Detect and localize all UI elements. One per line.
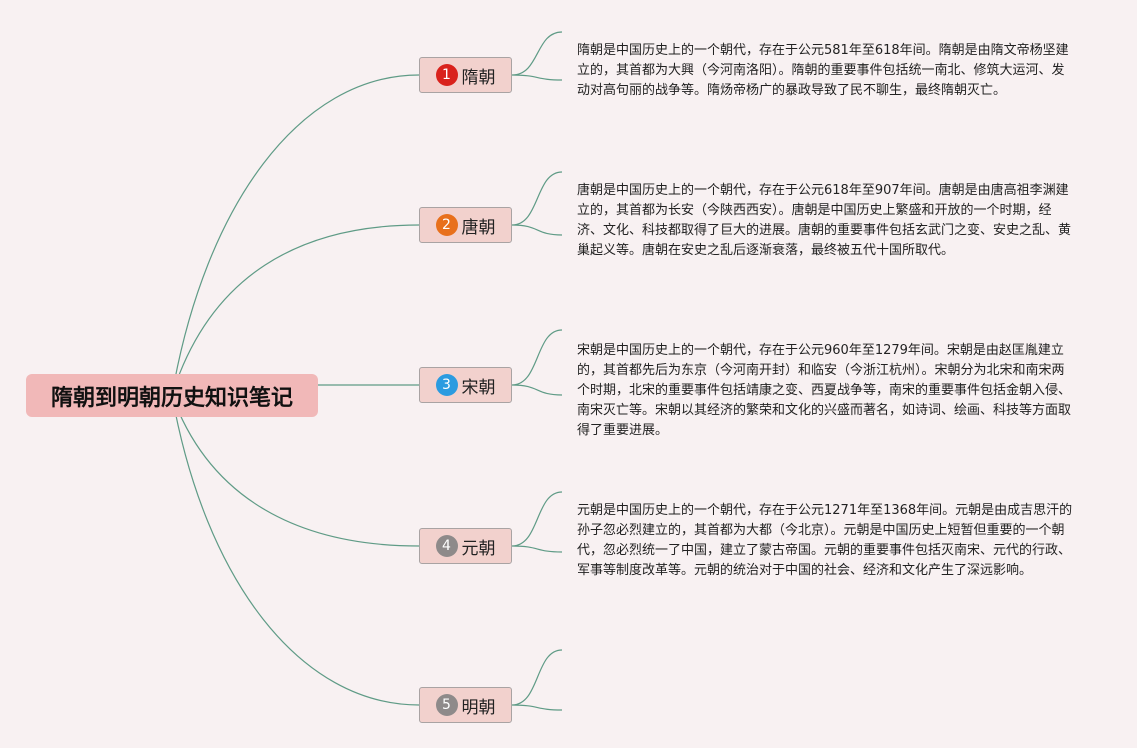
note-suichao: 隋朝是中国历史上的一个朝代，存在于公元581年至618年间。隋朝是由隋文帝杨坚建… xyxy=(577,43,1069,98)
number-1-icon: 1 xyxy=(435,64,458,86)
topic-label: 隋朝 xyxy=(461,67,496,88)
topic-tangchao[interactable]: 2 唐朝 xyxy=(419,207,512,243)
number-3-icon: 3 xyxy=(435,374,458,396)
connector-root-topic-2 xyxy=(171,224,420,396)
root-topic-label: 隋朝到明朝历史知识笔记 xyxy=(50,385,293,411)
topic-songchao[interactable]: 3 宋朝 xyxy=(419,367,512,403)
topic-mingchao[interactable]: 5 明朝 xyxy=(419,687,512,723)
connector-topic-1-note xyxy=(511,31,563,81)
connector-topic-5-note xyxy=(511,649,563,711)
note-tangchao: 唐朝是中国历史上的一个朝代，存在于公元618年至907年间。唐朝是由唐高祖李渊建… xyxy=(577,183,1072,258)
number-4-icon: 4 xyxy=(435,535,458,557)
topic-suichao[interactable]: 1 隋朝 xyxy=(419,57,512,93)
connector-topic-4-note xyxy=(511,491,563,553)
root-topic[interactable]: 隋朝到明朝历史知识笔记 xyxy=(26,374,318,417)
connector-root-topic-4 xyxy=(171,394,420,547)
topic-label: 明朝 xyxy=(461,697,496,718)
topic-label: 元朝 xyxy=(461,538,496,559)
number-2-icon: 2 xyxy=(435,214,458,236)
connector-topic-2-note xyxy=(511,171,563,236)
number-5-icon: 5 xyxy=(435,694,458,716)
connector-root-topic-1 xyxy=(171,74,420,396)
connector-root-topic-5 xyxy=(171,394,420,706)
connector-topic-3-note xyxy=(511,329,563,396)
note-yuanchao: 元朝是中国历史上的一个朝代，存在于公元1271年至1368年间。元朝是由成吉思汗… xyxy=(577,503,1073,578)
topic-label: 唐朝 xyxy=(461,217,496,238)
note-songchao: 宋朝是中国历史上的一个朝代，存在于公元960年至1279年间。宋朝是由赵匡胤建立… xyxy=(577,343,1072,438)
topic-label: 宋朝 xyxy=(461,377,496,398)
topic-yuanchao[interactable]: 4 元朝 xyxy=(419,528,512,564)
